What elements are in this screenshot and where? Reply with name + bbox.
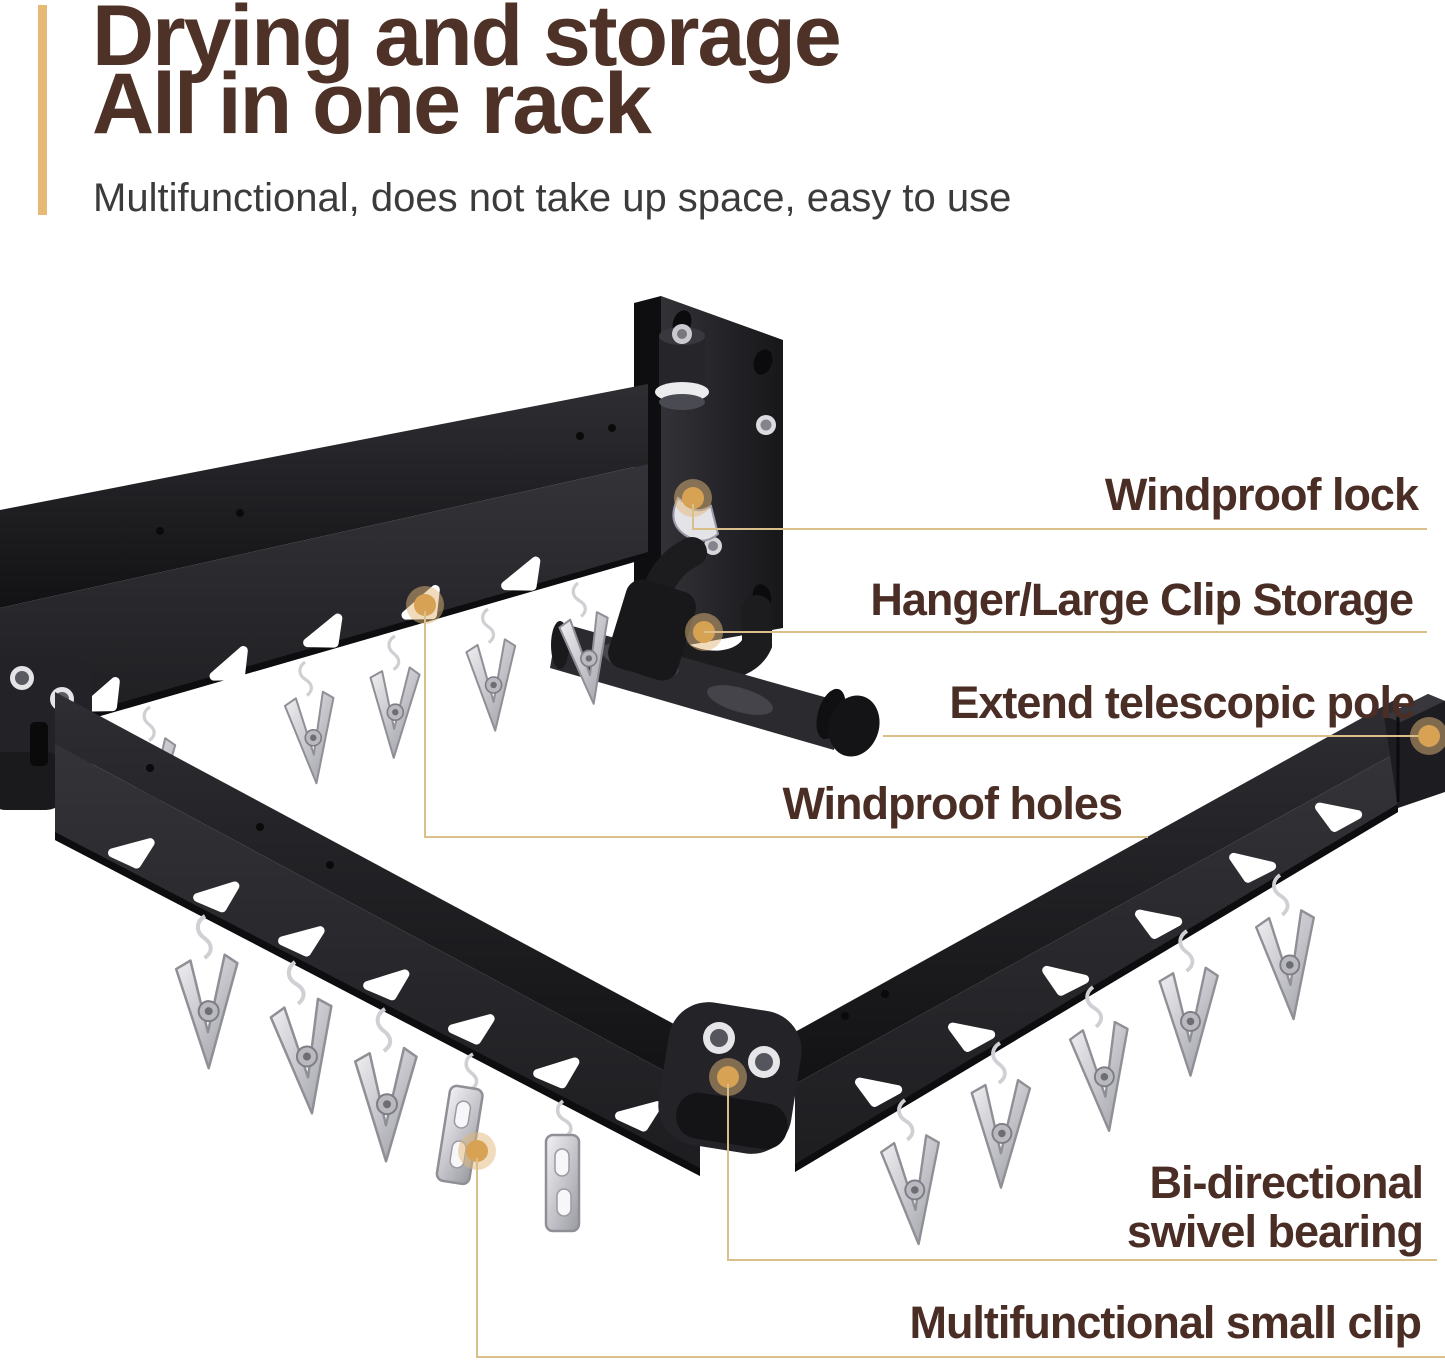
swivel-bearing-label-line-1: Bi-directional: [1149, 1157, 1424, 1208]
hanger-storage-underline: [704, 631, 1427, 633]
swivel-bearing-label-line-2: swivel bearing: [1126, 1206, 1424, 1257]
windproof-holes-line-v: [424, 611, 426, 838]
small-clip-line-v: [476, 1158, 478, 1358]
hanger-storage-label: Hanger/Large Clip Storage: [870, 574, 1414, 625]
title-line-1: Drying and storage: [92, 0, 842, 84]
swivel-bearing-label: Bi-directional swivel bearing: [1126, 1157, 1424, 1257]
windproof-holes-dot: [406, 586, 444, 624]
page-subtitle: Multifunctional, does not take up space,…: [93, 176, 1012, 220]
windproof-lock-label: Windproof lock: [1104, 469, 1419, 520]
small-clip-label: Multifunctional small clip: [909, 1297, 1422, 1348]
back-rail: [0, 384, 648, 832]
title-line-2: All in one rack: [92, 56, 652, 152]
page-title: Drying and storage All in one rack: [92, 0, 842, 152]
telescopic-pole-label: Extend telescopic pole: [949, 677, 1416, 728]
front-left-rail: [55, 692, 700, 1236]
hanger-storage-pole: [550, 537, 880, 757]
windproof-lock-line-v: [692, 504, 694, 529]
title-accent-bar: [38, 5, 47, 215]
front-right-rail: [795, 698, 1398, 1248]
swivel-bearing-underline: [727, 1259, 1437, 1261]
telescopic-pole-underline: [883, 735, 1429, 737]
small-clip-underline: [476, 1356, 1445, 1358]
swivel-bearing-line-v: [727, 1084, 729, 1261]
telescopic-pole-dot: [1410, 717, 1445, 755]
windproof-holes-underline: [424, 836, 1148, 838]
windproof-lock-underline: [692, 528, 1427, 530]
windproof-holes-label: Windproof holes: [782, 778, 1123, 829]
swivel-column: [655, 324, 709, 410]
